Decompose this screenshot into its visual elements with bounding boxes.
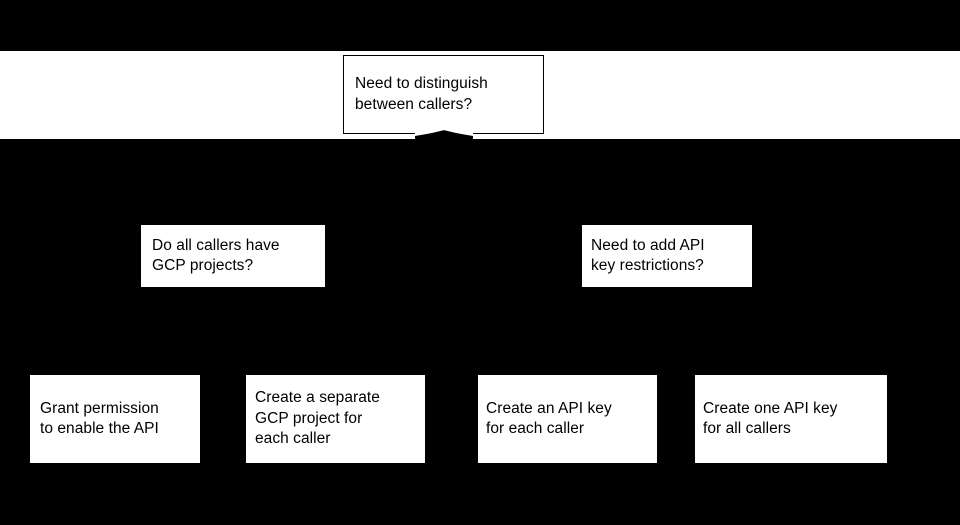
node-label: Create one API key for all callers [703, 399, 838, 437]
outcome-node-separate-gcp-project[interactable]: Create a separate GCP project for each c… [246, 375, 425, 463]
node-label: Need to add API key restrictions? [591, 236, 705, 274]
node-label: Create a separate GCP project for each c… [255, 389, 380, 448]
outcome-node-api-key-each-caller[interactable]: Create an API key for each caller [478, 375, 657, 463]
decision-node-api-key-restrictions[interactable]: Need to add API key restrictions? [582, 225, 752, 287]
outcome-node-grant-permission[interactable]: Grant permission to enable the API [30, 375, 200, 463]
decision-node-distinguish-callers[interactable]: Need to distinguish between callers? [343, 55, 544, 134]
node-label: Create an API key for each caller [486, 399, 612, 437]
decision-node-gcp-projects[interactable]: Do all callers have GCP projects? [141, 225, 325, 287]
outcome-node-api-key-all-callers[interactable]: Create one API key for all callers [695, 375, 887, 463]
node-label: Grant permission to enable the API [40, 399, 159, 437]
node-label: Do all callers have GCP projects? [152, 236, 280, 274]
node-label: Need to distinguish between callers? [355, 75, 488, 113]
